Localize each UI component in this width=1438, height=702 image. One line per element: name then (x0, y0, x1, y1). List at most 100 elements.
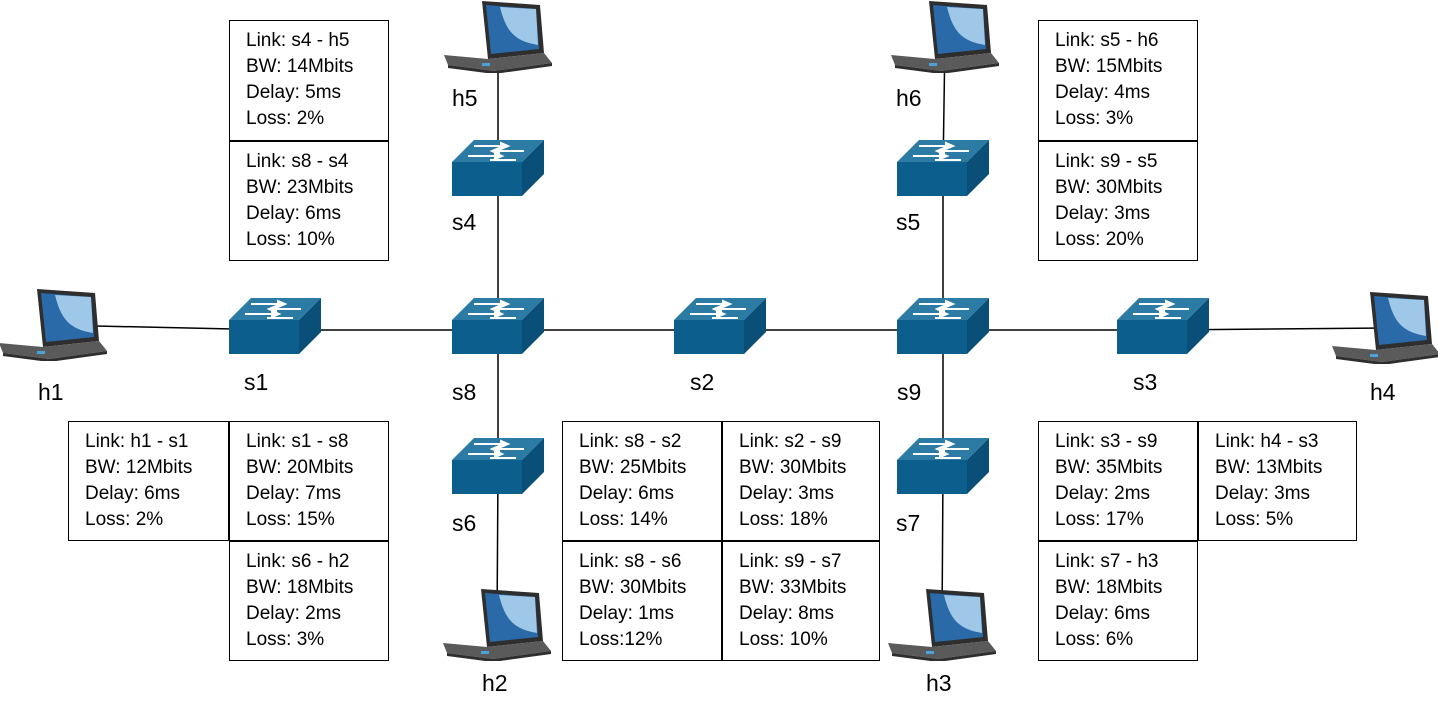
node-label-h5: h5 (452, 85, 478, 111)
switch-s7 (897, 438, 989, 502)
link-info-line: BW: 15Mbits (1055, 56, 1163, 77)
link-info-line: BW: 35Mbits (1055, 457, 1163, 478)
node-label-s8: s8 (452, 379, 477, 405)
host-h3 (888, 589, 996, 662)
link-info-line: Delay: 8ms (739, 603, 835, 624)
node-label-s7: s7 (896, 510, 921, 536)
node-label-h2: h2 (482, 670, 508, 696)
link-info-line: BW: 14Mbits (246, 56, 354, 77)
link-info-line: Delay: 3ms (739, 483, 835, 504)
link-info-line: Link: s9 - s5 (1055, 151, 1158, 172)
link-info-line: BW: 30Mbits (579, 577, 687, 598)
link-info-line: Delay: 4ms (1055, 82, 1151, 103)
network-switch-icon (1117, 298, 1209, 366)
link-info-line: Delay: 3ms (1055, 203, 1151, 224)
switch-s8 (452, 298, 544, 362)
node-label-s3: s3 (1133, 369, 1158, 395)
node-label-s5: s5 (896, 209, 921, 235)
link-info-line: Link: s5 - h6 (1055, 30, 1159, 51)
link-info-line: Loss: 3% (1055, 108, 1134, 129)
switch-s6 (452, 438, 544, 502)
link-info-line: BW: 30Mbits (739, 457, 847, 478)
node-label-s2: s2 (690, 369, 715, 395)
link-info-line: Loss: 2% (246, 108, 325, 129)
link-info-line: Delay: 1ms (579, 603, 675, 624)
laptop-icon (0, 289, 107, 365)
link-info-line: Link: s7 - h3 (1055, 551, 1159, 572)
link-info-line: BW: 20Mbits (246, 457, 354, 478)
switch-s9 (897, 298, 989, 362)
link-info-line: Link: s4 - h5 (246, 30, 350, 51)
host-h4 (1332, 292, 1438, 365)
switch-s4 (452, 140, 544, 204)
link-info-line: Loss:12% (579, 629, 663, 650)
link-info-line: Link: h1 - s1 (85, 431, 189, 452)
laptop-icon (444, 1, 552, 77)
link-info-line: Loss: 20% (1055, 229, 1144, 250)
network-switch-icon (897, 438, 989, 506)
link-info-line: BW: 18Mbits (1055, 577, 1163, 598)
network-switch-icon (897, 140, 989, 208)
link-info-line: Loss: 6% (1055, 629, 1134, 650)
link-info-line: Link: s2 - s9 (739, 431, 842, 452)
link-info-line: Link: s6 - h2 (246, 551, 350, 572)
laptop-icon (888, 589, 996, 665)
switch-s5 (897, 140, 989, 204)
link-info-line: Loss: 14% (579, 509, 668, 530)
host-h2 (443, 589, 551, 662)
link-info-line: Delay: 5ms (246, 82, 342, 103)
laptop-icon (1332, 292, 1438, 368)
network-switch-icon (674, 298, 766, 366)
link-info-line: Delay: 2ms (246, 603, 342, 624)
switch-s1 (229, 298, 321, 362)
link-info-line: Delay: 3ms (1215, 483, 1311, 504)
link-info-line: Link: s8 - s2 (579, 431, 682, 452)
link-info-line: Link: h4 - s3 (1215, 431, 1319, 452)
link-info-line: Delay: 6ms (85, 483, 181, 504)
link-info-line: Loss: 2% (85, 509, 164, 530)
host-h1 (0, 289, 107, 362)
link-info-line: Link: s8 - s4 (246, 151, 349, 172)
link-info-line: Loss: 17% (1055, 509, 1144, 530)
link-info-line: Delay: 2ms (1055, 483, 1151, 504)
network-switch-icon (452, 140, 544, 208)
network-switch-icon (452, 298, 544, 366)
network-switch-icon (452, 438, 544, 506)
link-info-line: Delay: 7ms (246, 483, 342, 504)
link-info-line: Loss: 10% (246, 229, 335, 250)
link-info-line: Link: s9 - s7 (739, 551, 842, 572)
link-info-line: Delay: 6ms (246, 203, 342, 224)
switch-s2 (674, 298, 766, 362)
node-label-s4: s4 (452, 209, 477, 235)
node-label-s1: s1 (244, 369, 269, 395)
node-label-h3: h3 (926, 670, 952, 696)
link-info-line: BW: 30Mbits (1055, 177, 1163, 198)
link-info-line: Delay: 6ms (1055, 603, 1151, 624)
node-label-h1: h1 (38, 379, 64, 405)
host-h6 (891, 1, 999, 74)
link-info-line: Loss: 5% (1215, 509, 1294, 530)
link-info-line: Link: s3 - s9 (1055, 431, 1158, 452)
link-info-line: BW: 33Mbits (739, 577, 847, 598)
link-info-line: Loss: 10% (739, 629, 828, 650)
node-label-h6: h6 (896, 85, 922, 111)
link-info-line: BW: 18Mbits (246, 577, 354, 598)
link-info-line: BW: 12Mbits (85, 457, 193, 478)
link-info-line: Link: s1 - s8 (246, 431, 349, 452)
node-label-s9: s9 (897, 379, 922, 405)
host-h5 (444, 1, 552, 74)
network-switch-icon (897, 298, 989, 366)
link-info-line: Loss: 3% (246, 629, 325, 650)
